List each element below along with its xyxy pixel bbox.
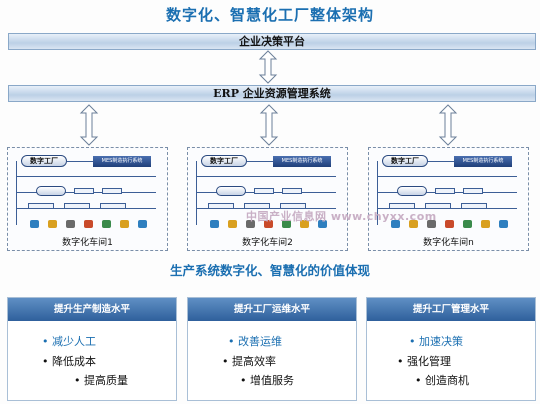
module-node <box>389 203 415 209</box>
machine-icon <box>481 220 490 228</box>
value-item: • 提高质量 <box>74 374 128 387</box>
machine-icon <box>282 220 291 228</box>
mes-node: MES制造执行系统 <box>273 156 331 167</box>
machine-icon <box>427 220 436 228</box>
value-item: • 提高效率 <box>222 355 276 368</box>
workshop-label: 数字化车间2 <box>242 238 293 248</box>
machine-icon <box>66 220 75 228</box>
value-item: • 强化管理 <box>397 355 451 368</box>
column-header: 提升工厂管理水平 <box>367 298 535 321</box>
value-item: • 创造商机 <box>415 374 469 387</box>
module-node <box>74 188 94 194</box>
machine-icon <box>120 220 129 228</box>
module-node <box>461 203 487 209</box>
server-node <box>36 186 66 196</box>
module-node <box>280 203 306 209</box>
double-arrow-icon <box>438 104 458 146</box>
machine-icon <box>499 220 508 228</box>
machine-icon <box>84 220 93 228</box>
module-node <box>425 203 451 209</box>
erp-bar: ERP 企业资源管理系统 <box>8 85 536 102</box>
machine-icon <box>264 220 273 228</box>
workshop-panel-2: 数字工厂 MES制造执行系统 数字化车间2 <box>187 147 348 251</box>
double-arrow-icon <box>258 50 278 84</box>
machine-icon <box>246 220 255 228</box>
module-node <box>28 203 54 209</box>
workshop-label: 数字化车间n <box>423 238 474 248</box>
server-node <box>216 186 246 196</box>
module-node <box>244 203 270 209</box>
machine-icon <box>300 220 309 228</box>
column-header: 提升生产制造水平 <box>8 298 176 321</box>
machine-icon <box>463 220 472 228</box>
machine-icon <box>318 220 327 228</box>
mes-node: MES制造执行系统 <box>454 156 512 167</box>
decision-platform-bar: 企业决策平台 <box>8 33 536 50</box>
factory-node: 数字工厂 <box>201 155 247 167</box>
machine-icon <box>30 220 39 228</box>
module-node <box>102 188 122 194</box>
server-node <box>397 186 427 196</box>
value-item: • 降低成本 <box>42 355 96 368</box>
module-node <box>208 203 234 209</box>
module-node <box>463 188 483 194</box>
workshop-label: 数字化车间1 <box>62 238 113 248</box>
module-node <box>254 188 274 194</box>
machine-icon <box>228 220 237 228</box>
value-subtitle: 生产系统数字化、智慧化的价值体现 <box>169 263 370 278</box>
workshop-panel-1: 数字工厂 MES制造执行系统 数字化车间1 <box>7 147 168 251</box>
machine-icon <box>210 220 219 228</box>
double-arrow-icon <box>259 104 279 146</box>
value-item: • 增值服务 <box>240 374 294 387</box>
value-item: • 减少人工 <box>42 335 96 348</box>
machine-icon <box>102 220 111 228</box>
module-node <box>282 188 302 194</box>
machine-icon <box>138 220 147 228</box>
workshop-panel-n: 数字工厂 MES制造执行系统 数字化车间n <box>368 147 529 251</box>
machine-icon <box>445 220 454 228</box>
mes-node: MES制造执行系统 <box>93 156 151 167</box>
value-item: • 改善运维 <box>228 335 282 348</box>
value-column-manufacturing: 提升生产制造水平 • 减少人工 • 降低成本 • 提高质量 <box>7 297 177 401</box>
module-node <box>435 188 455 194</box>
value-item: • 加速决策 <box>409 335 463 348</box>
module-node <box>64 203 90 209</box>
factory-node: 数字工厂 <box>21 155 67 167</box>
value-column-operations: 提升工厂运维水平 • 改善运维 • 提高效率 • 增值服务 <box>187 297 357 401</box>
column-header: 提升工厂运维水平 <box>188 298 356 321</box>
value-column-management: 提升工厂管理水平 • 加速决策 • 强化管理 • 创造商机 <box>366 297 536 401</box>
page-title: 数字化、智慧化工厂整体架构 <box>165 6 374 24</box>
machine-icon <box>48 220 57 228</box>
double-arrow-icon <box>79 104 99 146</box>
machine-icon <box>409 220 418 228</box>
watermark: 中国产业信息网 www.chyxx.com <box>246 210 437 223</box>
module-node <box>100 203 126 209</box>
machine-icon <box>391 220 400 228</box>
factory-node: 数字工厂 <box>382 155 428 167</box>
